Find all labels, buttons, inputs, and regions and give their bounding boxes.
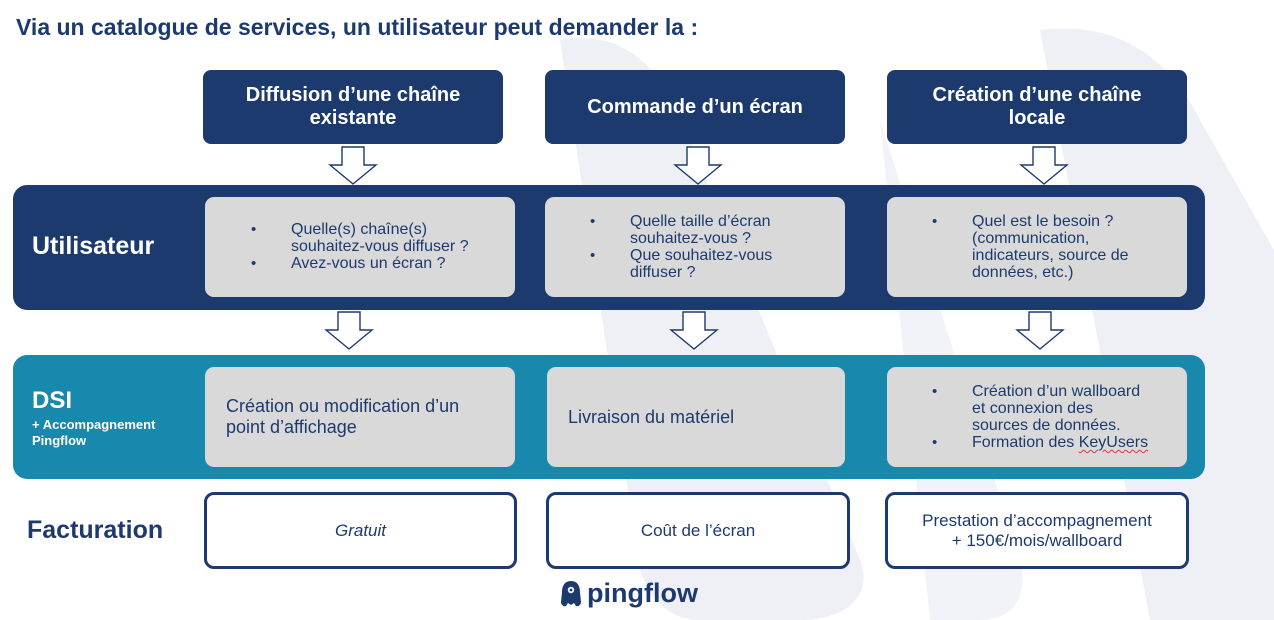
row-title-facturation: Facturation xyxy=(27,516,164,544)
down-arrow-icon xyxy=(673,146,723,185)
logo-text: pingflow xyxy=(587,578,698,608)
list-item: Avez-vous un écran ? xyxy=(249,255,515,272)
facturation-box-commande: Coût de l’écran xyxy=(546,492,850,569)
list-item: Quel est le besoin ?(communication,indic… xyxy=(930,213,1187,281)
spellcheck-flagged-word: KeyUsers xyxy=(1078,434,1149,451)
column-header-commande: Commande d’un écran xyxy=(545,70,845,144)
list-item: Quelle(s) chaîne(s)souhaitez-vous diffus… xyxy=(249,221,515,255)
utilisateur-card-creation: Quel est le besoin ?(communication,indic… xyxy=(887,197,1187,297)
intro-heading: Via un catalogue de services, un utilisa… xyxy=(16,14,699,40)
column-header-line: Commande d’un écran xyxy=(587,95,803,118)
pingflow-logo: pingflow xyxy=(560,578,698,609)
down-arrow-icon xyxy=(1019,146,1069,185)
down-arrow-icon xyxy=(328,146,378,185)
row-title-utilisateur: Utilisateur xyxy=(32,232,155,260)
down-arrow-icon xyxy=(669,311,719,350)
penguin-logo-icon xyxy=(561,580,581,606)
facturation-box-diffusion: Gratuit xyxy=(204,492,517,569)
utilisateur-card-diffusion: Quelle(s) chaîne(s)souhaitez-vous diffus… xyxy=(205,197,515,297)
row-title-dsi: DSI xyxy=(32,387,73,414)
column-header-line: existante xyxy=(309,107,397,129)
list-item: Formation des KeyUsers xyxy=(930,434,1187,451)
column-header-line: Diffusion d’une chaîne xyxy=(245,84,461,106)
dsi-card-commande: Livraison du matériel xyxy=(547,367,845,467)
facturation-box-creation: Prestation d’accompagnement+ 150€/mois/w… xyxy=(885,492,1189,569)
down-arrow-icon xyxy=(324,311,374,350)
column-header-line: Création d’une chaîne xyxy=(932,84,1142,106)
down-arrow-icon xyxy=(1015,311,1065,350)
column-header-line: locale xyxy=(1008,107,1066,129)
